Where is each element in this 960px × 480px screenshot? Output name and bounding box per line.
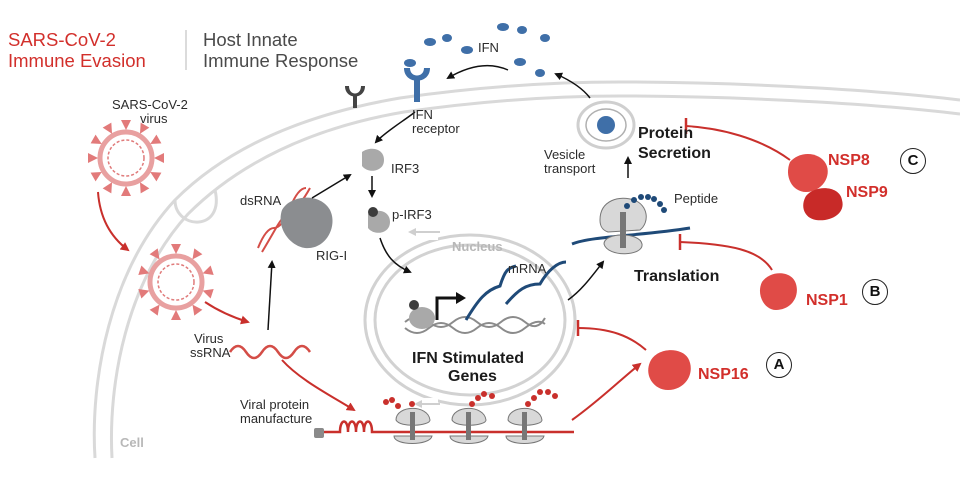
ifn-binding-arrow (446, 64, 509, 80)
p-irf3-label: p-IRF3 (392, 207, 432, 222)
irf3-label: IRF3 (391, 161, 420, 176)
nsp16-label: NSP16 (698, 366, 749, 383)
mrna-label: mRNA (508, 261, 547, 276)
title-viral-evasion-line1: SARS-CoV-2 (8, 29, 116, 50)
pirf3-to-nucleus-arrow (379, 237, 412, 274)
receptor-to-irf3-arrow (374, 111, 416, 144)
nsp9-protein (803, 188, 843, 221)
nuclear-pore (424, 228, 438, 240)
virus-ssrna-label-line2: ssRNA (190, 345, 231, 360)
badge-b: B (862, 279, 888, 305)
virus-label-line2: virus (140, 111, 168, 126)
ifn-label: IFN (478, 40, 499, 55)
ifn-receptor-icon (404, 68, 430, 102)
viral-translation (314, 389, 574, 444)
isg-label-line2: Genes (448, 368, 497, 385)
nsp9-label: NSP9 (846, 184, 888, 201)
nsp16-protein (648, 350, 691, 390)
ifn-receptor-label-line1: IFN (412, 107, 433, 122)
nsp8-protein (787, 153, 828, 192)
entry-arrow (97, 191, 130, 252)
nsp8-label: NSP8 (828, 152, 870, 169)
vesicle-label-line2: transport (544, 161, 596, 176)
to-translation-arrow (281, 359, 356, 412)
cell-membrane (92, 80, 960, 459)
rigi-to-irf3-arrow (311, 173, 352, 199)
nucleus-label: Nucleus (452, 239, 503, 254)
irf3-protein (362, 148, 384, 171)
rig-i-label: RIG-I (316, 248, 348, 263)
nsp1-label: NSP1 (806, 292, 848, 309)
virus-ssrna-label-line1: Virus (194, 331, 224, 346)
vesicle-label-line1: Vesicle (544, 147, 586, 162)
viral-ssrna (228, 344, 312, 360)
ifn-receptor-label-line2: receptor (412, 121, 460, 136)
sars-cov-2-virus-icon (88, 120, 164, 196)
nsp1-inhibition (679, 241, 773, 271)
title-host-response-line2: Immune Response (203, 50, 359, 71)
title-viral-evasion-line2: Immune Evasion (8, 50, 146, 71)
title-host-response-line1: Host Innate (203, 29, 298, 50)
rig-i-protein (280, 197, 333, 249)
nsp1-protein (759, 273, 797, 310)
protein-secretion-label-line2: Secretion (638, 145, 711, 162)
ssrna-to-dsrna-arrow (267, 260, 276, 331)
virus-label-line1: SARS-CoV-2 (112, 97, 188, 112)
phosphate-group (368, 207, 378, 217)
to-nsp16-arrow (571, 362, 642, 421)
receptor-icon (345, 86, 365, 108)
translation-label: Translation (634, 268, 720, 285)
isg-gene (404, 260, 567, 334)
nsp8-nsp9-inhibition (685, 125, 791, 161)
mrna-export-arrow (567, 260, 605, 301)
internalized-virus-icon (138, 244, 214, 320)
vesicle-icon (576, 100, 636, 150)
secretion-arrow (554, 72, 591, 99)
badge-c: C (900, 148, 926, 174)
badge-a: A (766, 352, 792, 378)
ribosome-translation (571, 194, 691, 255)
protein-secretion-label-line1: Protein (638, 125, 694, 142)
viral-protein-label-line1: Viral protein (240, 397, 310, 412)
nsp16-inhibition (577, 327, 647, 351)
uncoating-arrow (204, 301, 250, 325)
viral-protein-label-line2: manufacture (240, 411, 313, 426)
ifn-molecules (404, 23, 550, 77)
peptide-label: Peptide (674, 191, 719, 206)
endocytosis-pit (173, 189, 218, 224)
cell-label: Cell (120, 435, 144, 450)
dsrna-label: dsRNA (240, 193, 282, 208)
isg-label-line1: IFN Stimulated (412, 350, 525, 367)
